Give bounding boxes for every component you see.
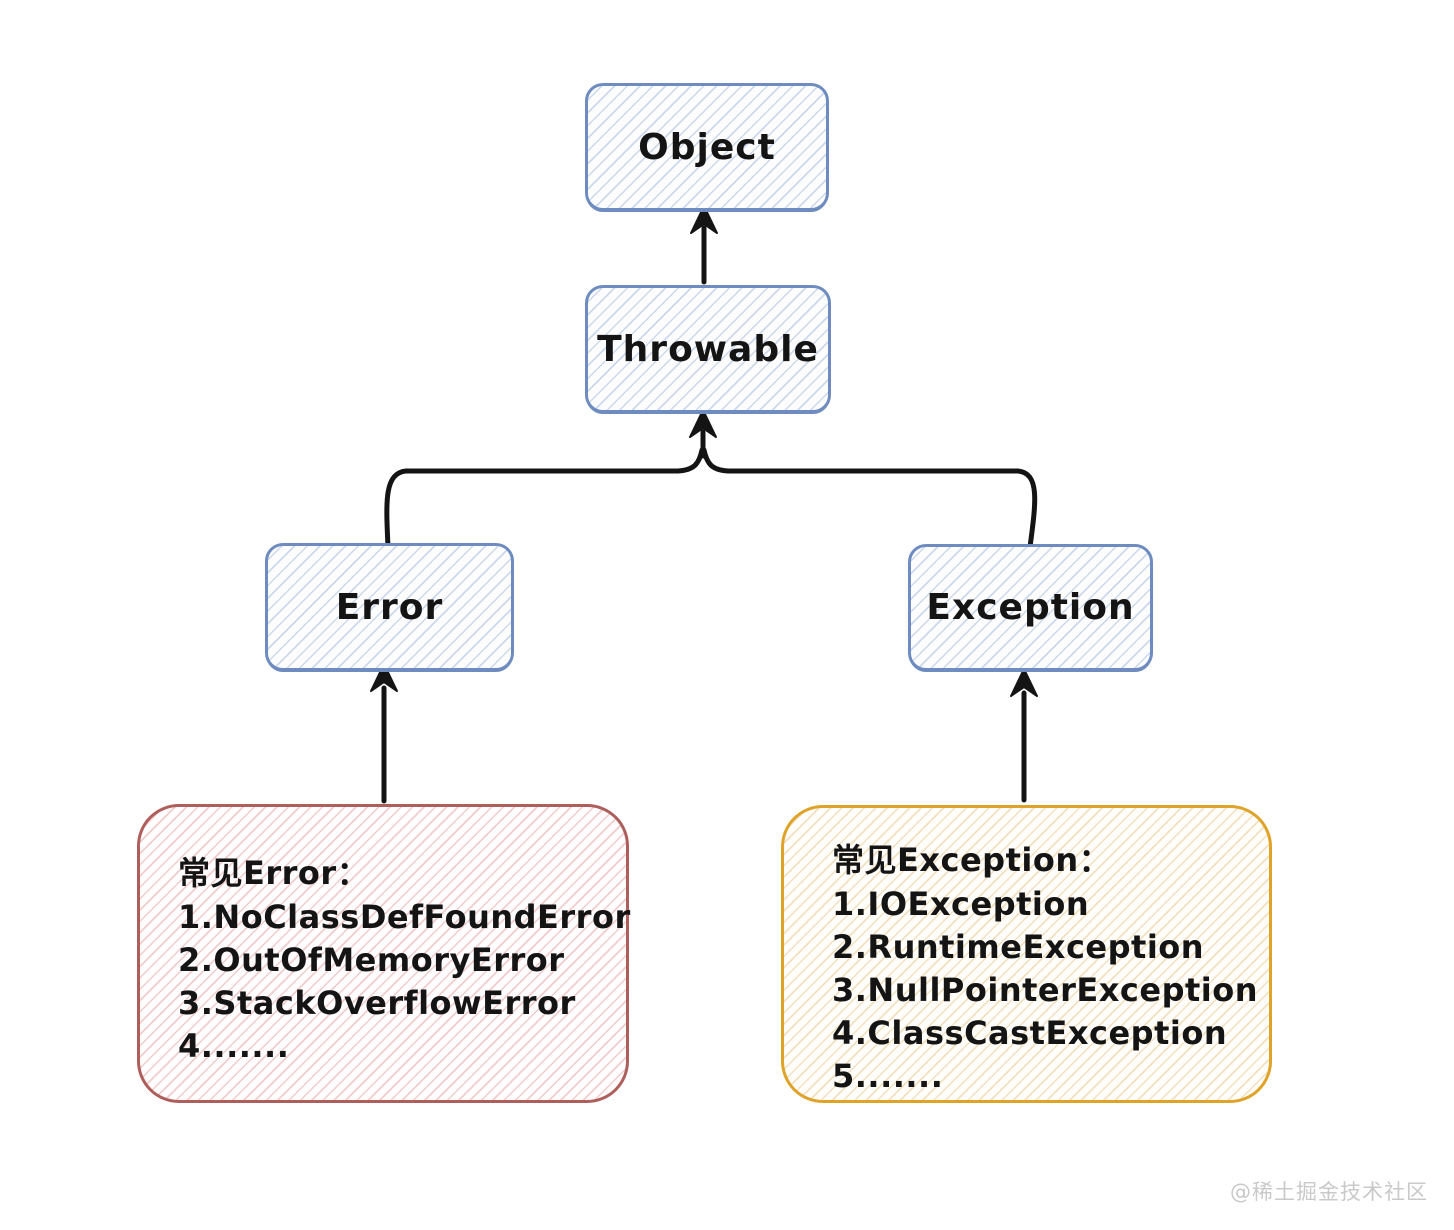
arrowhead-object: [690, 205, 718, 234]
node-exception-label: Exception: [926, 587, 1135, 628]
exception-note-item: 5.......: [832, 1057, 944, 1095]
error-note-item: 1.NoClassDefFoundError: [178, 898, 631, 936]
node-throwable-label: Throwable: [597, 328, 819, 370]
exception-note-item: 2.RuntimeException: [832, 928, 1205, 966]
node-exception: Exception: [908, 544, 1153, 671]
branch-error-to-junction: [384, 447, 705, 550]
error-note-item: 2.OutOfMemoryError: [178, 941, 565, 979]
watermark: @稀土掘金技术社区: [1230, 1180, 1428, 1204]
node-object-label: Object: [638, 126, 776, 168]
error-note-item: 4.......: [178, 1027, 290, 1065]
exception-note-box: 常见Exception： 1.IOException 2.RuntimeExce…: [781, 805, 1272, 1103]
error-note-box: 常见Error： 1.NoClassDefFoundError 2.OutOfM…: [137, 804, 631, 1103]
error-note-title: 常见Error：: [178, 854, 370, 892]
node-object: Object: [585, 83, 829, 211]
exception-note-item: 1.IOException: [832, 885, 1090, 923]
arrowhead-exception: [1010, 668, 1038, 697]
arrowhead-error: [370, 663, 398, 692]
node-error: Error: [265, 543, 514, 671]
arrowhead-throwable: [689, 409, 717, 438]
branch-exception-to-junction: [701, 447, 1038, 550]
exception-note-item: 3.NullPointerException: [832, 971, 1258, 1009]
exception-note-title: 常见Exception：: [832, 841, 1112, 879]
error-note-item: 3.StackOverflowError: [178, 984, 576, 1022]
node-error-label: Error: [335, 586, 444, 628]
node-throwable: Throwable: [585, 285, 831, 413]
exception-note-item: 4.ClassCastException: [832, 1014, 1228, 1052]
